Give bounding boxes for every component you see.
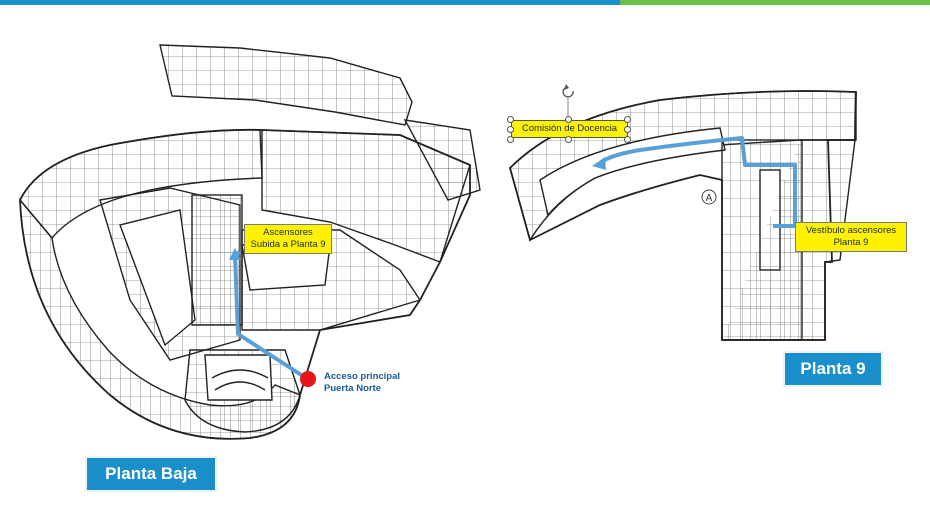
selection-handle-mr[interactable] [624,126,631,133]
ninth-route-path [598,136,797,228]
destination-label-text: Comisión de Docencia [521,123,618,134]
elevator-label-line2: Subida a Planta 9 [250,239,326,250]
elevator-label: Ascensores Subida a Planta 9 [244,224,332,254]
top-accent-bar-blue [0,0,620,5]
vestibule-label: Vestíbulo ascensores Planta 9 [795,222,907,252]
selection-handle-bl[interactable] [507,136,514,143]
vestibule-label-line1: Vestíbulo ascensores [805,225,897,236]
top-accent-bar-green [620,0,930,5]
entrance-label-line2: Puerta Norte [324,383,382,394]
ninth-floor-badge: Planta 9 [783,351,883,387]
selection-handle-br[interactable] [624,136,631,143]
elevator-label-line1: Ascensores [263,227,313,238]
selection-handle-ml[interactable] [507,126,514,133]
grid-marker-letter: A [706,193,713,204]
entrance-label-line1: Acceso principal [324,371,401,382]
entrance-label: Acceso principal Puerta Norte [324,371,414,395]
vestibule-label-line2: Planta 9 [833,237,869,248]
ninth-route-arrowhead [592,157,606,170]
selection-handle-bm[interactable] [565,136,572,143]
selection-handle-tr[interactable] [624,116,631,123]
selection-handle-tl[interactable] [507,116,514,123]
ground-floor-badge: Planta Baja [85,456,217,492]
ground-floor-plan [19,44,481,440]
grid-marker-circle [701,189,717,205]
ground-route-arrowhead [229,248,241,260]
selection-handle-tm[interactable] [565,116,572,123]
entrance-marker [300,371,316,387]
